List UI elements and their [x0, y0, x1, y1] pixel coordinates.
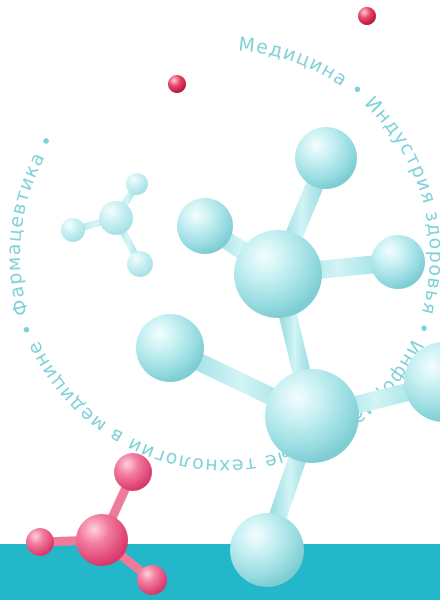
pink-molecule-icon	[26, 453, 167, 595]
red-dot-icon	[358, 7, 376, 25]
blue-molecule-icon	[136, 127, 440, 587]
ring-separator-4: •	[35, 130, 60, 152]
ring-segment-pharma: Фармацевтика	[3, 148, 50, 318]
bottom-teal-band	[0, 544, 440, 600]
small-blue-molecule-icon	[61, 173, 153, 277]
red-dot-icon	[168, 75, 186, 93]
ring-segment-medicine: Медицина	[237, 33, 352, 91]
